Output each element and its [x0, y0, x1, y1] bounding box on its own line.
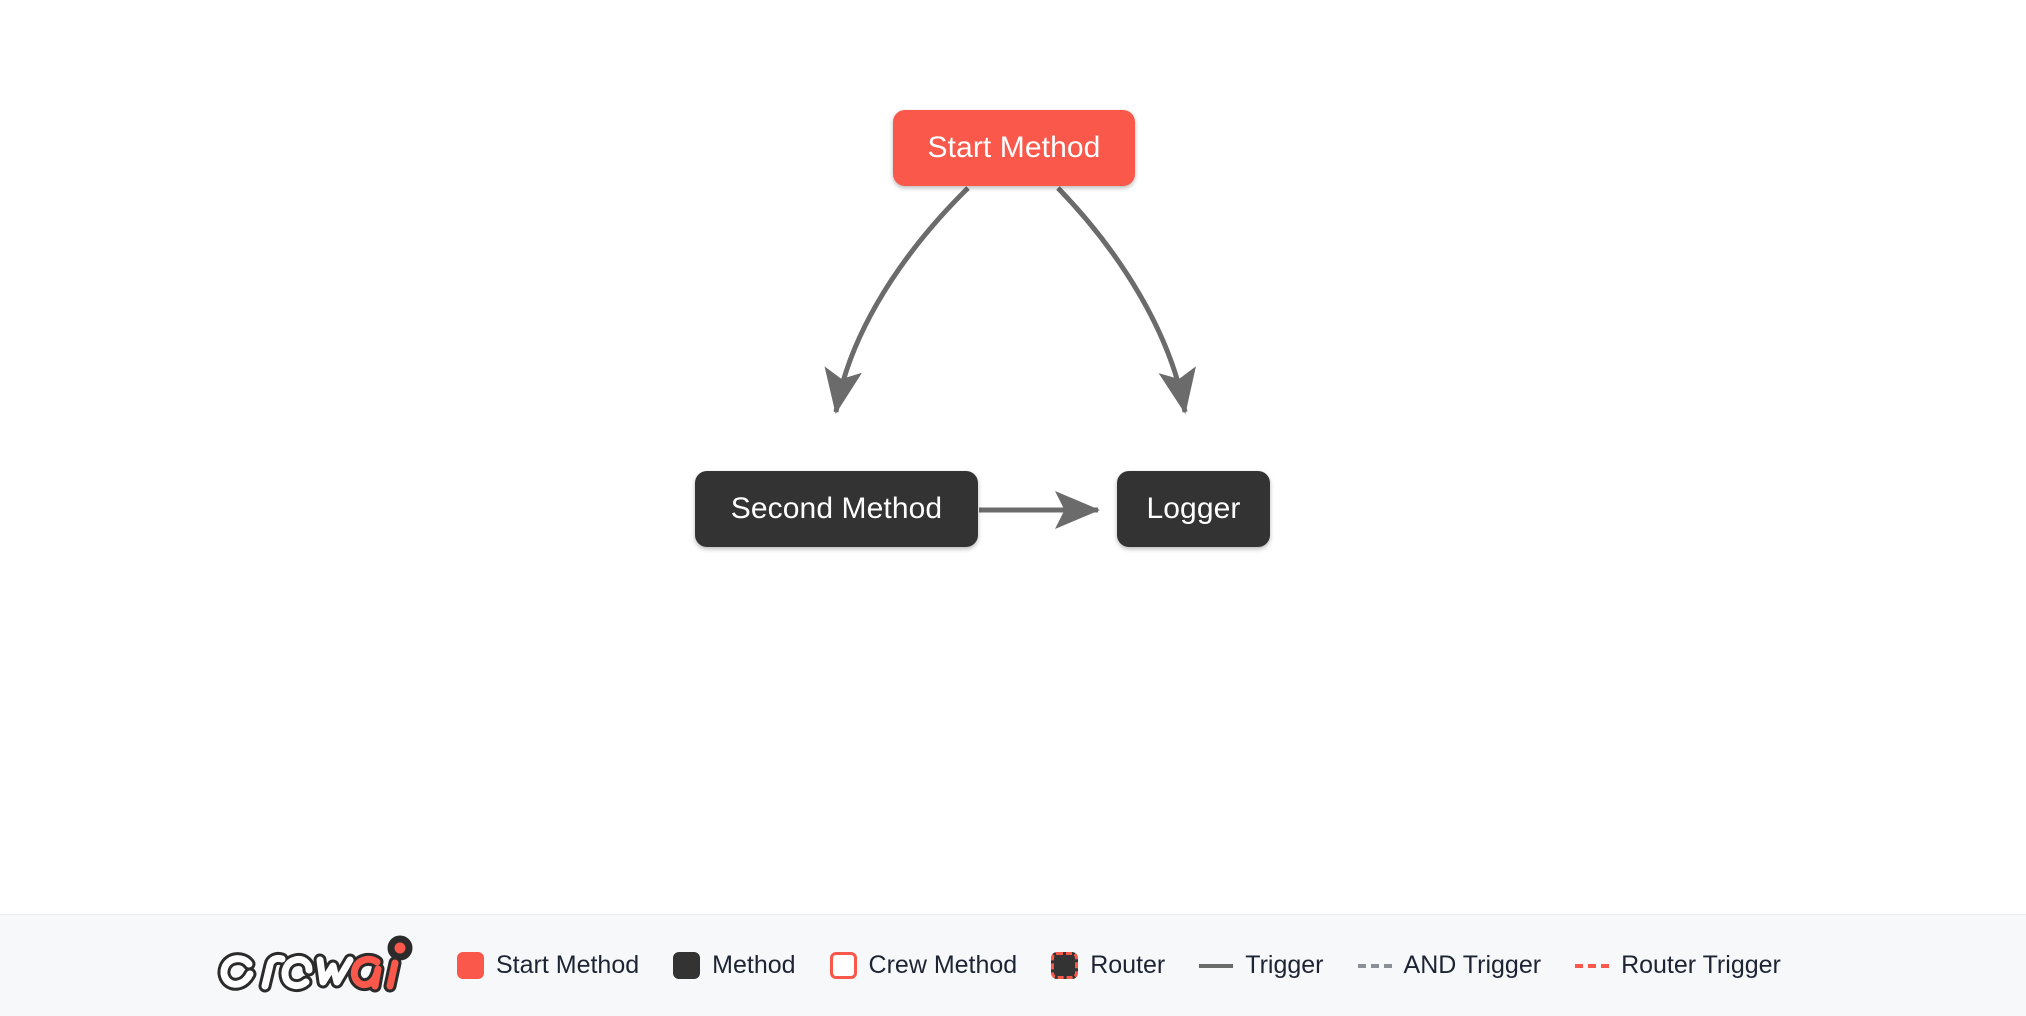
method-swatch-icon: [673, 952, 701, 979]
and-trigger-line-icon: [1357, 963, 1392, 968]
crewai-logo: [217, 935, 413, 992]
legend-label-start-method: Start Method: [496, 951, 640, 979]
router-swatch-icon: [1051, 952, 1079, 979]
legend-items-container: Start Method Method Crew Method Router T…: [205, 930, 1815, 1002]
legend-bar: Start Method Method Crew Method Router T…: [0, 914, 2026, 1016]
node-logger-label: Logger: [1146, 492, 1241, 525]
crew-method-swatch-icon: [829, 952, 857, 979]
router-trigger-line-icon: [1575, 963, 1610, 968]
edge-start-to-second: [824, 186, 970, 414]
node-logger[interactable]: Logger: [1117, 471, 1270, 547]
legend-item-trigger[interactable]: Trigger: [1199, 951, 1324, 980]
node-start-method[interactable]: Start Method: [893, 110, 1135, 186]
legend-item-router[interactable]: Router: [1051, 951, 1165, 980]
node-second-method-label: Second Method: [730, 492, 943, 525]
diagram-canvas[interactable]: Start Method Second Method Logger: [0, 0, 2026, 914]
start-method-swatch-icon: [457, 952, 484, 979]
legend-label-crew-method: Crew Method: [868, 951, 1018, 979]
legend-label-router: Router: [1090, 951, 1166, 979]
legend-item-method[interactable]: Method: [673, 951, 796, 980]
legend-item-crew-method[interactable]: Crew Method: [829, 951, 1018, 980]
trigger-line-icon: [1199, 963, 1234, 968]
node-start-method-label: Start Method: [927, 131, 1101, 164]
legend-label-method: Method: [712, 951, 796, 979]
legend-label-trigger: Trigger: [1245, 951, 1324, 979]
legend-item-and-trigger[interactable]: AND Trigger: [1357, 951, 1542, 980]
legend-item-start-method[interactable]: Start Method: [457, 951, 639, 980]
node-second-method[interactable]: Second Method: [695, 471, 978, 547]
edge-start-to-logger: [1056, 186, 1196, 414]
legend-label-and-trigger: AND Trigger: [1403, 951, 1542, 979]
legend-item-router-trigger[interactable]: Router Trigger: [1575, 951, 1781, 980]
legend-label-router-trigger: Router Trigger: [1621, 951, 1781, 979]
